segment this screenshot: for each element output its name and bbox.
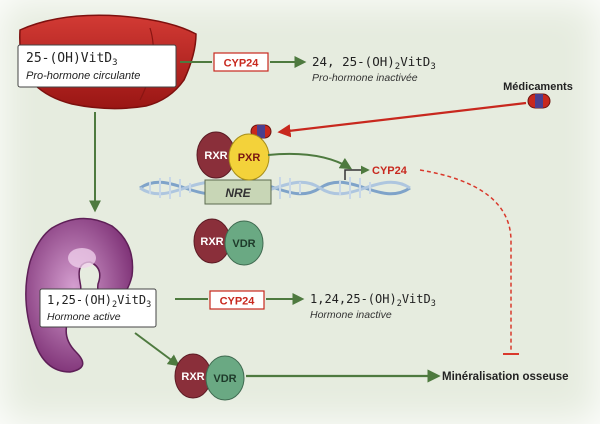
cyp24-bottom-label: CYP24 [220, 296, 256, 308]
product-bottom-sub1: 2 [397, 299, 402, 309]
dna-helix [139, 177, 411, 199]
rxr-pxr-complex: RXR PXR [196, 131, 270, 181]
liver-metabolite-box: 25-(OH)VitD3 Pro-hormone circulante [17, 44, 177, 88]
rxr-label-top: RXR [204, 150, 227, 162]
product-bottom-name: 1,24,25-(OH) [310, 292, 397, 306]
product-top-sub1: 2 [395, 62, 400, 72]
product-bottom-desc: Hormone inactive [310, 309, 392, 321]
kidney-metabolite-desc: Hormone active [47, 311, 121, 323]
drugs-label: Médicaments [503, 81, 573, 93]
svg-text:1,25-(OH)2VitD3: 1,25-(OH)2VitD3 [47, 293, 151, 310]
transcription-start-arrow [344, 165, 370, 180]
arrow-kidney-to-vdr [134, 332, 180, 367]
svg-text:24, 25-(OH)2VitD3: 24, 25-(OH)2VitD3 [312, 54, 436, 72]
liver-metabolite-sub: 3 [112, 58, 117, 68]
cyp24-top-label: CYP24 [224, 58, 260, 70]
rxr-label-bottom: RXR [181, 371, 204, 383]
kidney-metabolite-name: 1,25-(OH) [47, 293, 112, 307]
mineralisation-label: Minéralisation osseuse [442, 371, 569, 383]
liver-metabolite-desc: Pro-hormone circulante [26, 70, 140, 82]
product-bottom-sub2: 3 [431, 299, 436, 309]
product-bottom: 1,24,25-(OH)2VitD3 Hormone inactive [310, 292, 436, 321]
arrow-pxr-to-gene [267, 152, 353, 170]
pxr-label: PXR [238, 152, 261, 164]
product-top-mid: VitD [400, 54, 430, 69]
nre-label: NRE [225, 186, 251, 200]
product-bottom-mid: VitD [402, 292, 431, 306]
svg-text:25-(OH)VitD3: 25-(OH)VitD3 [26, 51, 118, 68]
vdr-label-bottom: VDR [213, 373, 236, 385]
kidney-metabolite-sub1: 2 [112, 300, 117, 310]
product-top-name: 24, 25-(OH) [312, 54, 395, 69]
rxr-vdr-complex-bottom: RXR VDR [174, 353, 245, 401]
product-top: 24, 25-(OH)2VitD3 Pro-hormone inactivée [312, 54, 436, 84]
kidney-metabolite-sub2: 3 [146, 300, 151, 310]
drug-capsule-icon [527, 93, 551, 109]
nre-element: NRE [204, 179, 272, 205]
rxr-vdr-complex-middle: RXR VDR [193, 218, 264, 266]
rxr-label-middle: RXR [200, 236, 223, 248]
cyp24-mid-label: CYP24 [372, 165, 408, 177]
product-top-sub2: 3 [430, 62, 435, 72]
liver-metabolite-name: 25-(OH)VitD [26, 51, 112, 66]
cyp24-bottom-box: CYP24 [209, 290, 265, 310]
svg-text:1,24,25-(OH)2VitD3: 1,24,25-(OH)2VitD3 [310, 292, 436, 309]
arrow-drug-to-pxr [277, 101, 527, 138]
inhibition-dashed-line [419, 169, 512, 352]
kidney-metabolite-box: 1,25-(OH)2VitD3 Hormone active [39, 288, 157, 328]
kidney-metabolite-mid: VitD [117, 293, 146, 307]
product-top-desc: Pro-hormone inactivée [312, 72, 418, 84]
cyp24-top-box: CYP24 [213, 52, 269, 72]
vdr-label-middle: VDR [232, 238, 255, 250]
